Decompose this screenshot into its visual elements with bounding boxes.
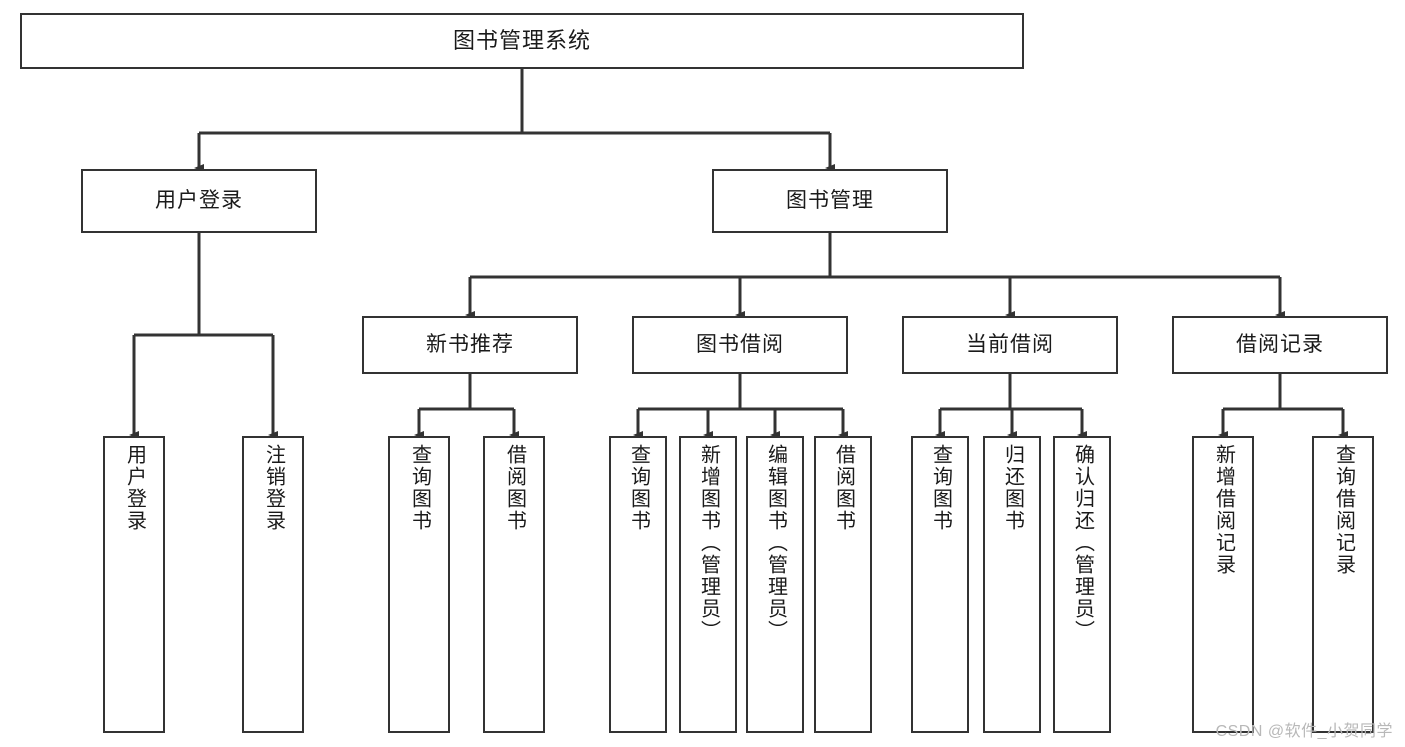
node-label: 查询图书 xyxy=(929,444,952,532)
node-leaf-query-book-2[interactable]: 查询图书 xyxy=(609,436,667,733)
node-leaf-return-book[interactable]: 归还图书 xyxy=(983,436,1041,733)
node-label: 查询图书 xyxy=(627,444,650,532)
node-user-login[interactable]: 用户登录 xyxy=(81,169,317,233)
node-label: 当前借阅 xyxy=(966,333,1054,357)
node-leaf-query-book-1[interactable]: 查询图书 xyxy=(388,436,450,733)
node-label: 确认归还（管理员） xyxy=(1071,444,1094,642)
connector-group xyxy=(129,69,1348,439)
node-label: 编辑图书（管理员） xyxy=(764,444,787,642)
node-label: 借阅图书 xyxy=(832,444,855,532)
node-leaf-add-borrow-record[interactable]: 新增借阅记录 xyxy=(1192,436,1254,733)
node-leaf-user-login[interactable]: 用户登录 xyxy=(103,436,165,733)
node-book-manage[interactable]: 图书管理 xyxy=(712,169,948,233)
node-label: 查询借阅记录 xyxy=(1332,444,1355,576)
node-leaf-borrow-book-1[interactable]: 借阅图书 xyxy=(483,436,545,733)
node-leaf-query-borrow-record[interactable]: 查询借阅记录 xyxy=(1312,436,1374,733)
node-new-book-rec[interactable]: 新书推荐 xyxy=(362,316,578,374)
node-leaf-confirm-return-admin[interactable]: 确认归还（管理员） xyxy=(1053,436,1111,733)
node-root[interactable]: 图书管理系统 xyxy=(20,13,1024,69)
node-leaf-query-book-3[interactable]: 查询图书 xyxy=(911,436,969,733)
node-leaf-add-book-admin[interactable]: 新增图书（管理员） xyxy=(679,436,737,733)
node-label: 查询图书 xyxy=(408,444,431,532)
node-label: 借阅图书 xyxy=(503,444,526,532)
node-label: 用户登录 xyxy=(123,444,146,532)
node-label: 用户登录 xyxy=(155,189,243,213)
node-label: 图书管理系统 xyxy=(452,27,591,53)
node-label: 图书借阅 xyxy=(696,333,784,357)
node-label: 借阅记录 xyxy=(1236,333,1324,357)
node-label: 图书管理 xyxy=(786,189,874,213)
node-leaf-borrow-book-2[interactable]: 借阅图书 xyxy=(814,436,872,733)
node-label: 注销登录 xyxy=(262,444,285,532)
node-label: 新书推荐 xyxy=(426,333,514,357)
node-current-borrow[interactable]: 当前借阅 xyxy=(902,316,1118,374)
node-label: 新增图书（管理员） xyxy=(697,444,720,642)
node-label: 新增借阅记录 xyxy=(1212,444,1235,576)
node-leaf-edit-book-admin[interactable]: 编辑图书（管理员） xyxy=(746,436,804,733)
node-borrow-record[interactable]: 借阅记录 xyxy=(1172,316,1388,374)
node-leaf-user-logout[interactable]: 注销登录 xyxy=(242,436,304,733)
node-label: 归还图书 xyxy=(1001,444,1024,532)
node-book-borrow[interactable]: 图书借阅 xyxy=(632,316,848,374)
